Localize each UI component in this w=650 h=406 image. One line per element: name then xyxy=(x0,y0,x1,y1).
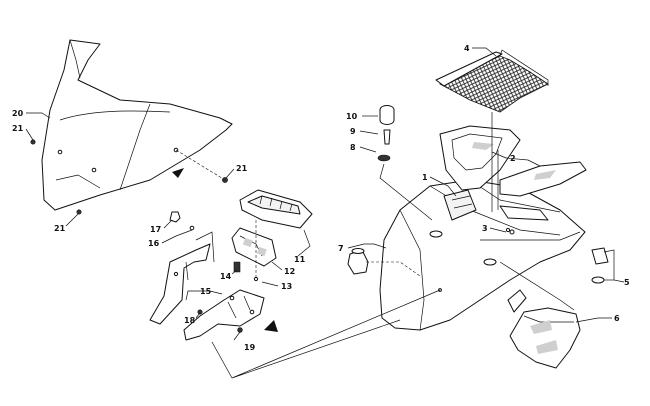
gauge-assembly xyxy=(231,189,313,282)
callout-20: 20 xyxy=(12,109,24,118)
callout-11: 11 xyxy=(294,255,306,264)
callout-1: 1 xyxy=(422,173,428,182)
headlight-lens-upper xyxy=(439,125,521,191)
callout-21-right: 21 xyxy=(236,164,248,173)
callout-9: 9 xyxy=(350,127,356,136)
small-hardware xyxy=(347,105,609,284)
callout-18: 18 xyxy=(184,316,196,325)
bracket-fasteners xyxy=(169,211,243,333)
callout-17: 17 xyxy=(150,225,161,234)
callout-16: 16 xyxy=(148,239,160,248)
headlight-lens-lower xyxy=(499,161,587,197)
callout-21-bottom: 21 xyxy=(54,224,66,233)
callout-15: 15 xyxy=(200,287,212,296)
callout-6: 6 xyxy=(614,314,620,323)
windshield xyxy=(41,39,233,211)
direction-arrow xyxy=(172,168,184,178)
front-hood xyxy=(379,179,586,331)
callout-8: 8 xyxy=(350,143,356,152)
callout-5: 5 xyxy=(624,278,630,287)
callout-10: 10 xyxy=(346,112,358,121)
lower-vent-grille xyxy=(509,307,581,369)
mount-bracket-left xyxy=(149,243,211,325)
callout-labels: 20 21 21 21 17 16 11 12 13 14 15 18 19 7… xyxy=(12,44,630,352)
leader-lines xyxy=(25,47,625,379)
callout-19: 19 xyxy=(244,343,256,352)
callout-12: 12 xyxy=(284,267,295,276)
callout-13: 13 xyxy=(281,282,292,291)
grille-insert xyxy=(435,49,549,113)
callout-7: 7 xyxy=(338,244,344,253)
mount-bracket-right xyxy=(183,289,265,341)
callout-21-left: 21 xyxy=(12,124,24,133)
callout-14: 14 xyxy=(220,272,232,281)
callout-2: 2 xyxy=(510,154,516,163)
direction-arrow-2 xyxy=(264,320,278,332)
callout-4: 4 xyxy=(464,44,470,53)
callout-3: 3 xyxy=(482,224,488,233)
